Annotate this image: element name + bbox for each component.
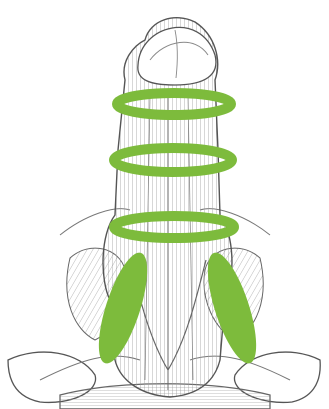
anatomy-illustration xyxy=(0,0,329,409)
illustration-stage xyxy=(0,0,329,409)
